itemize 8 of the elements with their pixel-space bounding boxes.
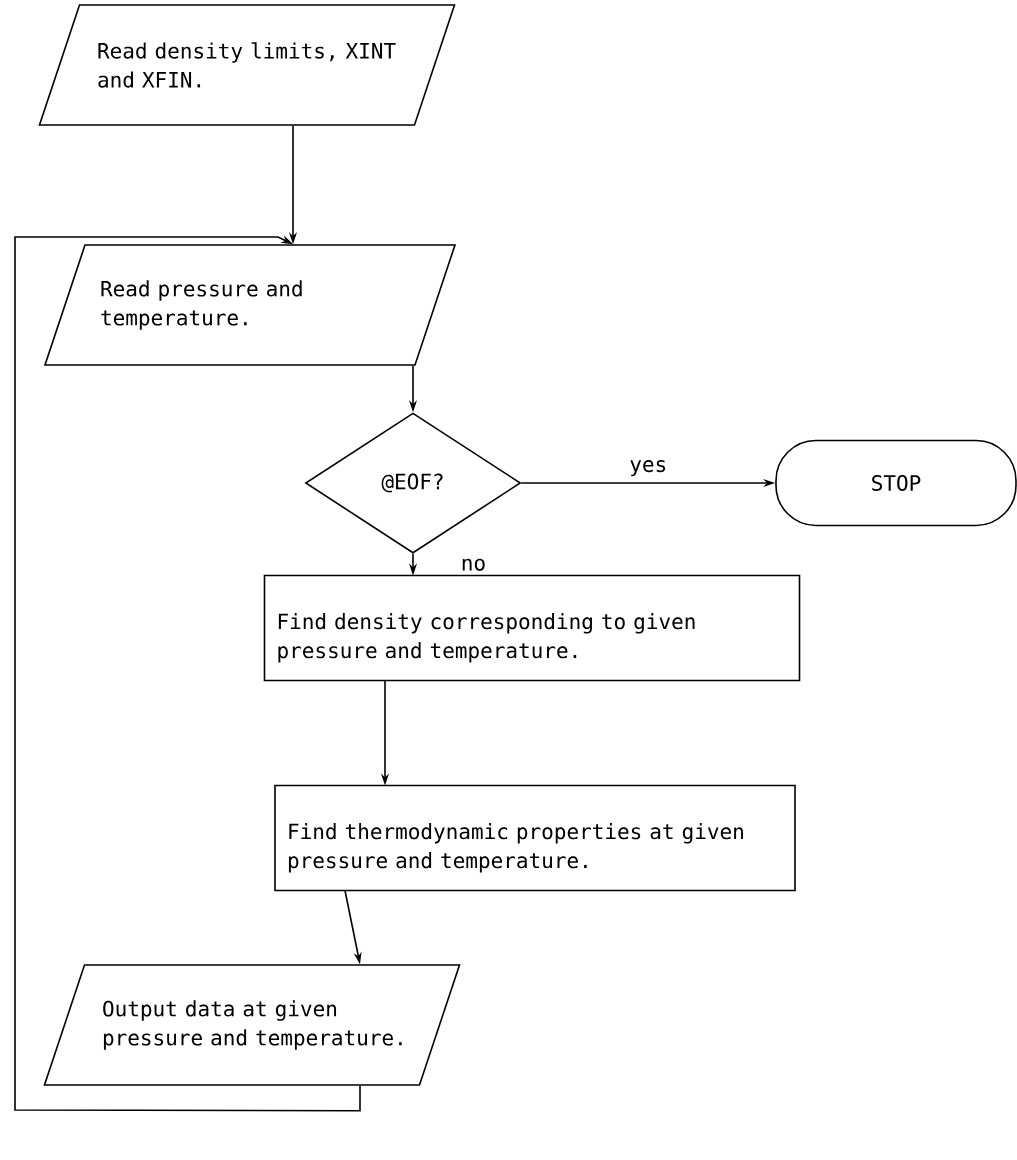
process-box: Find thermodynamic properties at given pressure and temperature.	[274, 784, 796, 892]
arrow	[14, 235, 361, 1112]
edge-label: no	[458, 556, 489, 573]
terminal-box: STOP	[775, 439, 1017, 527]
input-output-parallelogram: Read density limits, XINT and XFIN.	[38, 4, 456, 126]
edge-label: yes	[627, 458, 670, 479]
process-box: Find density corresponding to given pressure and temperature.	[263, 574, 801, 682]
input-output-parallelogram: Output data at given pressure and temperature.	[43, 964, 461, 1086]
